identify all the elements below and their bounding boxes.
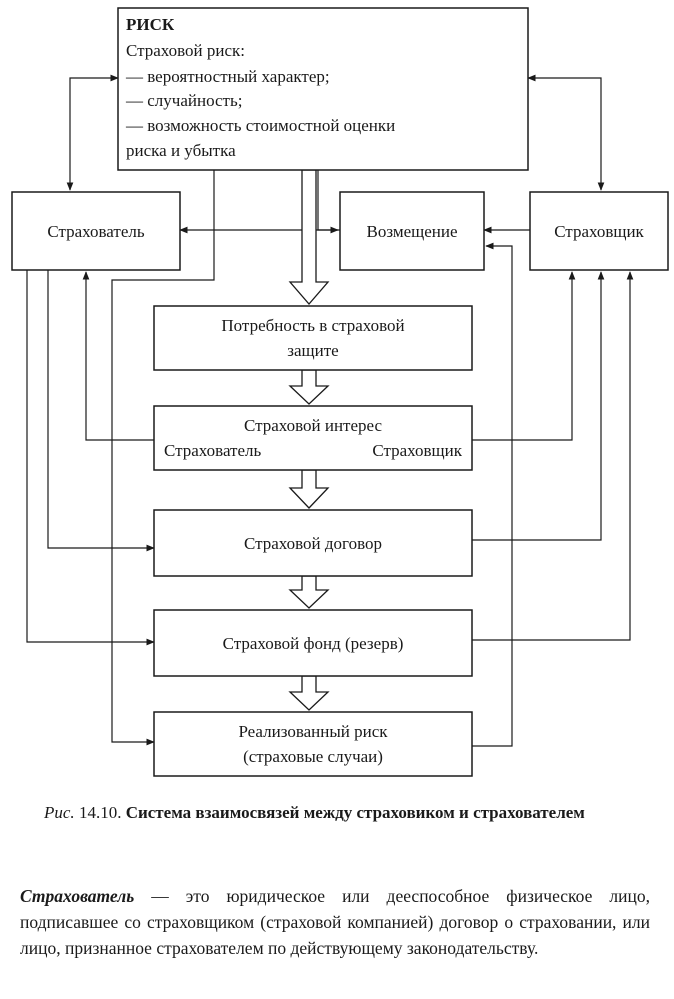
flow-arrow-contract-to-fund: [288, 575, 330, 609]
insurance-relationship-diagram: РИСК Страховой риск: — вероятностный хар…: [11, 7, 669, 777]
fund-label: Страховой фонд (резерв): [223, 634, 404, 653]
flow-arrows: [288, 169, 330, 711]
connector-lines: [26, 74, 634, 747]
realized-line-1: Реализованный риск: [238, 722, 388, 741]
interest-to-insurer: [472, 271, 576, 441]
caption-title: Система взаимосвязей между страховиком и…: [125, 803, 585, 822]
definition-paragraph: Страхователь — это юридическое или деесп…: [20, 883, 650, 961]
interest-right: Страховщик: [372, 441, 462, 460]
fund-to-insurer: [472, 271, 634, 641]
interest-box: [153, 405, 473, 471]
interest-to-insured: [82, 271, 154, 441]
insurer-box: [529, 191, 669, 271]
risk-to-compensation: [317, 170, 339, 234]
figure-caption: Рис. 14.10. Система взаимосвязей между с…: [44, 800, 644, 825]
flow-arrow-interest-to-contract: [288, 469, 330, 509]
contract-to-insurer: [472, 271, 605, 541]
insured-to-fund: [26, 270, 155, 646]
risk-title: РИСК: [126, 15, 175, 34]
risk-line-1: Страховой риск:: [126, 41, 245, 60]
definition-term: Страхователь: [20, 886, 135, 906]
risk-to-realized: [111, 170, 215, 746]
realized-to-compensation: [472, 242, 513, 747]
insured-to-contract: [47, 270, 155, 552]
flow-arrow-need-to-interest: [288, 369, 330, 405]
interest-left: Страхователь: [164, 441, 262, 460]
need-line-1: Потребность в страховой: [221, 316, 404, 335]
fund-box: [153, 609, 473, 677]
risk-line-3: — случайность;: [125, 91, 242, 110]
compensation-box: [339, 191, 485, 271]
risk-insurer-link: [527, 74, 605, 191]
flow-arrow-risk-to-need: [288, 169, 330, 305]
need-box: [153, 305, 473, 371]
risk-box: [117, 7, 529, 171]
risk-line-2: — вероятностный характер;: [125, 67, 330, 86]
insured-label: Страхователь: [47, 222, 145, 241]
definition-text: — это юридическое или дееспособное физич…: [20, 886, 650, 958]
contract-box: [153, 509, 473, 577]
realized-line-2: (страховые случаи): [243, 747, 383, 766]
contract-label: Страховой договор: [244, 534, 382, 553]
caption-label: Рис.: [44, 803, 75, 822]
risk-line-5: риска и убытка: [126, 141, 236, 160]
risk-insured-link: [66, 74, 119, 191]
need-line-2: защите: [287, 341, 338, 360]
caption-number: 14.10.: [78, 803, 122, 822]
insured-box: [11, 191, 181, 271]
compensation-label: Возмещение: [367, 222, 458, 241]
realized-box: [153, 711, 473, 777]
flow-arrow-fund-to-realized: [288, 675, 330, 711]
interest-title: Страховой интерес: [244, 416, 383, 435]
risk-line-4: — возможность стоимостной оценки: [125, 116, 395, 135]
insurer-label: Страховщик: [554, 222, 644, 241]
